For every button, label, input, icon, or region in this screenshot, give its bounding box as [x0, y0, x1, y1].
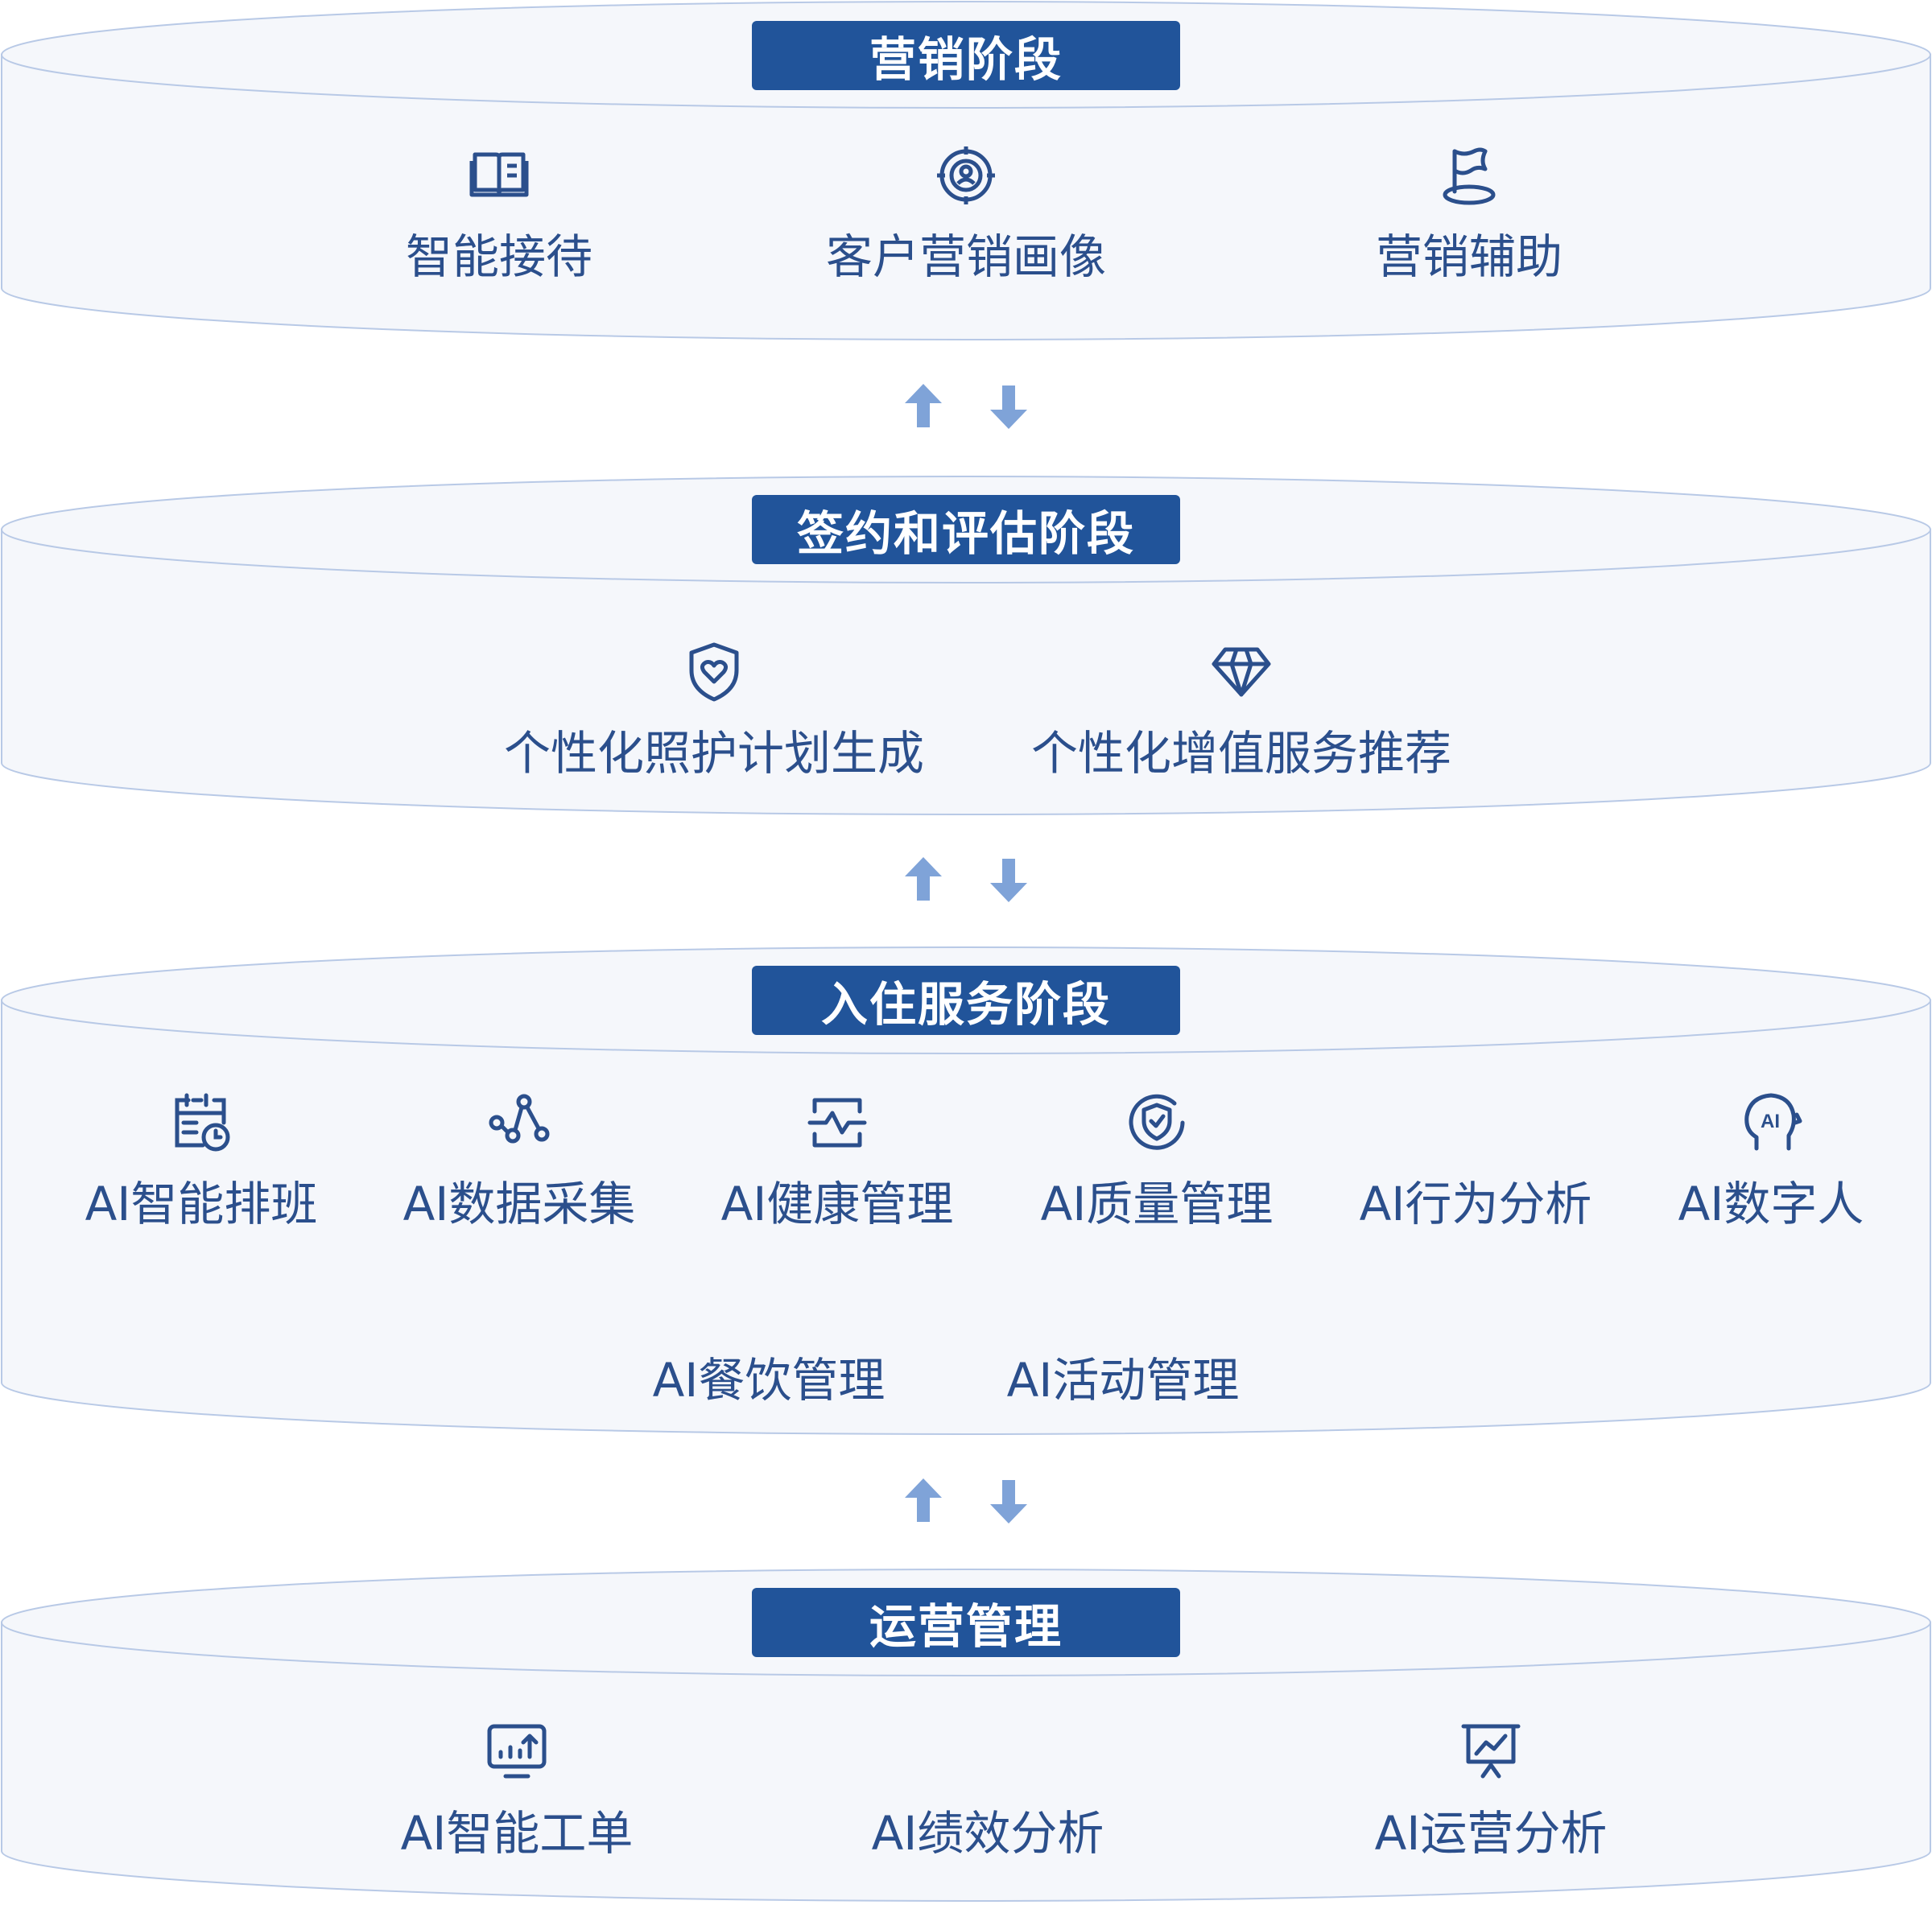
book-icon	[469, 152, 529, 197]
item-label: AI智能排班	[85, 1177, 318, 1231]
item-label: AI数字人	[1678, 1177, 1864, 1231]
stage3-item-behavior: AI行为分析	[1359, 1177, 1592, 1231]
stage3-item-digital-human: AI AI数字人	[1618, 1091, 1924, 1234]
down-arrow-icon	[990, 859, 1027, 902]
item-label: 营销辅助	[1375, 229, 1563, 284]
stage-title-marketing: 营销阶段	[752, 21, 1180, 90]
item-label: AI数据采集	[402, 1177, 636, 1231]
item-label: 个性化照护计划生成	[503, 726, 924, 781]
stage1-item-portrait: 客户营销画像	[813, 143, 1119, 287]
flow-arrows-3	[905, 1478, 1027, 1523]
up-arrow-icon	[905, 384, 942, 427]
stage4-item-workorder: AI智能工单	[364, 1720, 670, 1863]
stage3-item-activity: AI活动管理	[1006, 1353, 1240, 1408]
item-label: 个性化增值服务推荐	[1030, 726, 1451, 781]
stage3-item-health: AI健康管理	[684, 1091, 990, 1234]
ai-head-icon: AI	[1744, 1093, 1802, 1151]
flag-icon	[1443, 147, 1496, 205]
flow-arrows-2	[905, 857, 1027, 902]
stage-title-service: 入住服务阶段	[752, 966, 1180, 1035]
stage1-item-reception: 智能接待	[346, 143, 652, 287]
stage-disc-3	[1, 946, 1931, 1435]
item-label: AI运营分析	[1374, 1806, 1608, 1861]
item-label: AI智能工单	[400, 1806, 634, 1861]
stage3-item-catering: AI餐饮管理	[652, 1353, 886, 1408]
presentation-chart-icon	[1461, 1724, 1521, 1779]
shield-heart-icon	[689, 642, 739, 702]
item-label: 客户营销画像	[825, 229, 1106, 284]
diamond-icon	[1212, 647, 1271, 697]
stage2-item-care-plan: 个性化照护计划生成	[473, 640, 956, 783]
stage-disc-4	[1, 1569, 1931, 1902]
stage3-item-quality: AI质量管理	[1004, 1091, 1310, 1234]
calendar-clock-icon	[175, 1093, 230, 1152]
stage4-item-performance: AI绩效分析	[871, 1806, 1104, 1861]
stage2-item-recommend: 个性化增值服务推荐	[1000, 640, 1483, 783]
down-arrow-icon	[990, 386, 1027, 429]
stage3-item-data: AI数据采集	[366, 1091, 672, 1234]
stage-title-signing: 签约和评估阶段	[752, 495, 1180, 564]
chart-monitor-icon	[487, 1724, 547, 1779]
up-arrow-icon	[905, 857, 942, 901]
up-arrow-icon	[905, 1478, 942, 1522]
item-label: AI质量管理	[1040, 1177, 1274, 1231]
item-label: AI健康管理	[720, 1177, 954, 1231]
item-label: 智能接待	[405, 229, 592, 284]
flow-arrows-1	[905, 384, 1027, 429]
stage4-item-operation: AI运营分析	[1338, 1720, 1644, 1863]
svg-text:AI: AI	[1761, 1111, 1780, 1132]
health-monitor-icon	[807, 1098, 867, 1148]
stage-title-operation: 运营管理	[752, 1588, 1180, 1657]
stage1-item-assist: 营销辅助	[1316, 143, 1622, 287]
down-arrow-icon	[990, 1480, 1027, 1523]
data-nodes-icon	[489, 1094, 550, 1144]
stage3-item-scheduling: AI智能排班	[48, 1091, 354, 1234]
target-user-icon	[937, 146, 995, 204]
quality-shield-icon	[1129, 1094, 1185, 1150]
